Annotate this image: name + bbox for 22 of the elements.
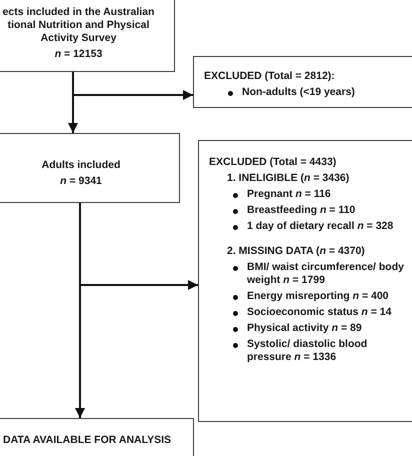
box-heading: DATA AVAILABLE FOR ANALYSIS xyxy=(2,434,172,447)
list-item: Pregnant n = 116 xyxy=(247,188,332,201)
box-heading: Adults included xyxy=(40,159,122,172)
list-item: 1 day of dietary recall n = 328 xyxy=(247,220,394,233)
list-item: Physical activity n = 89 xyxy=(247,322,363,335)
list-item: Systolic/ diastolic blood pressure n = 1336 xyxy=(247,338,368,364)
list-heading: 2. MISSING DATA (n = 4370) xyxy=(227,245,366,258)
list-item: Breastfeeding n = 110 xyxy=(247,204,356,217)
box-heading: EXCLUDED (Total = 2812): xyxy=(204,70,336,83)
exclusion-box xyxy=(193,56,412,108)
list-heading: 1. INELIGIBLE (n = 3436) xyxy=(227,172,350,185)
count-text: n = 12153 xyxy=(54,48,104,61)
box-heading: EXCLUDED (Total = 4433) xyxy=(209,156,338,169)
exclusion-box xyxy=(198,140,412,422)
count-text: n = 9341 xyxy=(59,175,103,188)
arrow xyxy=(72,72,193,100)
process-box xyxy=(0,0,175,72)
list-item: Socioeconomic status n = 14 xyxy=(247,306,392,319)
process-box xyxy=(0,133,180,203)
list-item: Energy misreporting n = 400 xyxy=(247,290,390,303)
list-item: Non-adults (<19 years) xyxy=(242,86,356,99)
arrow xyxy=(75,203,85,418)
